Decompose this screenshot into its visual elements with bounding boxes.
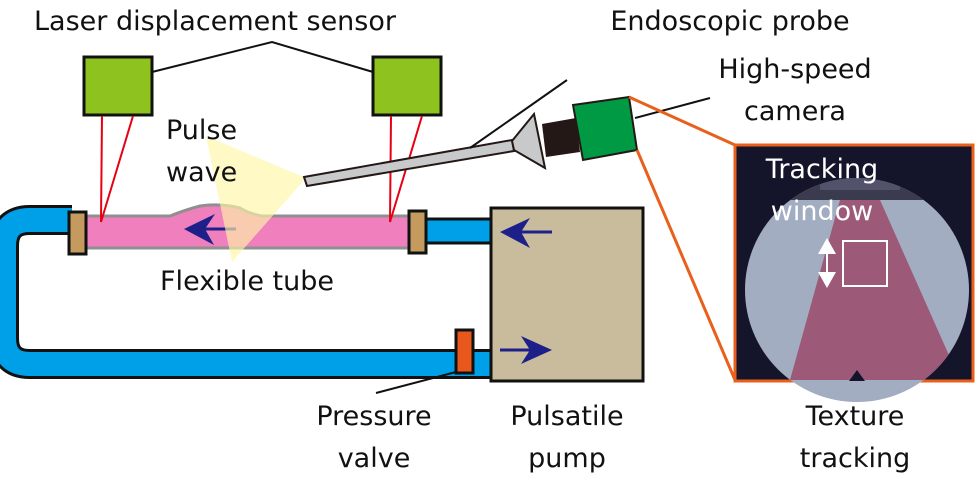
vertical-double-arrow-icon xyxy=(818,238,836,288)
laser-beam-left xyxy=(100,115,134,223)
laser-sensor-label: Laser displacement sensor xyxy=(34,6,397,37)
tracking-window-label-2: window xyxy=(771,196,873,227)
tracking-window-box xyxy=(842,240,888,287)
camera-lens xyxy=(542,118,580,157)
inset-zoom-line-bottom xyxy=(635,149,737,381)
tube-connector-right xyxy=(407,209,428,255)
sensor-leader-line xyxy=(151,40,374,73)
valve-leader-line xyxy=(375,371,457,394)
pulse-wave-label-2: wave xyxy=(166,157,237,188)
camera-leader-line xyxy=(634,97,711,119)
endoscopic-image-inset: Tracking window xyxy=(733,143,975,402)
camera-label-1: High-speed xyxy=(718,54,871,85)
tube-connector-left xyxy=(67,210,88,256)
flow-arrow-pump-in xyxy=(500,336,552,364)
pressure-valve-label-1: Pressure xyxy=(316,401,431,432)
probe-eyepiece xyxy=(510,111,547,170)
flexible-tube-label: Flexible tube xyxy=(160,266,334,297)
pulsatile-pump-label-1: Pulsatile xyxy=(510,401,623,432)
laser-sensor-left xyxy=(82,55,154,117)
tracking-window-label-1: Tracking xyxy=(765,154,878,185)
texture-tracking-label-2: tracking xyxy=(800,443,910,474)
endoscopic-probe-label: Endoscopic probe xyxy=(610,6,849,37)
light-cone xyxy=(206,136,306,262)
inset-zoom-line-top xyxy=(628,95,736,147)
laser-sensor-right xyxy=(371,55,443,117)
return-tube xyxy=(422,217,494,245)
texture-tracking-label-1: Texture xyxy=(805,401,905,432)
flow-arrow-pump-out xyxy=(500,218,552,248)
endoscopic-probe-shaft xyxy=(302,138,516,188)
pulse-wave-label-1: Pulse xyxy=(166,115,237,146)
pressure-valve-label-2: valve xyxy=(338,443,411,474)
pulsatile-pump-label-2: pump xyxy=(528,443,606,474)
loop-tube-fill xyxy=(0,208,492,376)
pressure-valve xyxy=(454,328,475,375)
probe-leader-line xyxy=(469,79,568,149)
camera-label-2: camera xyxy=(744,96,846,127)
high-speed-camera xyxy=(571,95,639,162)
